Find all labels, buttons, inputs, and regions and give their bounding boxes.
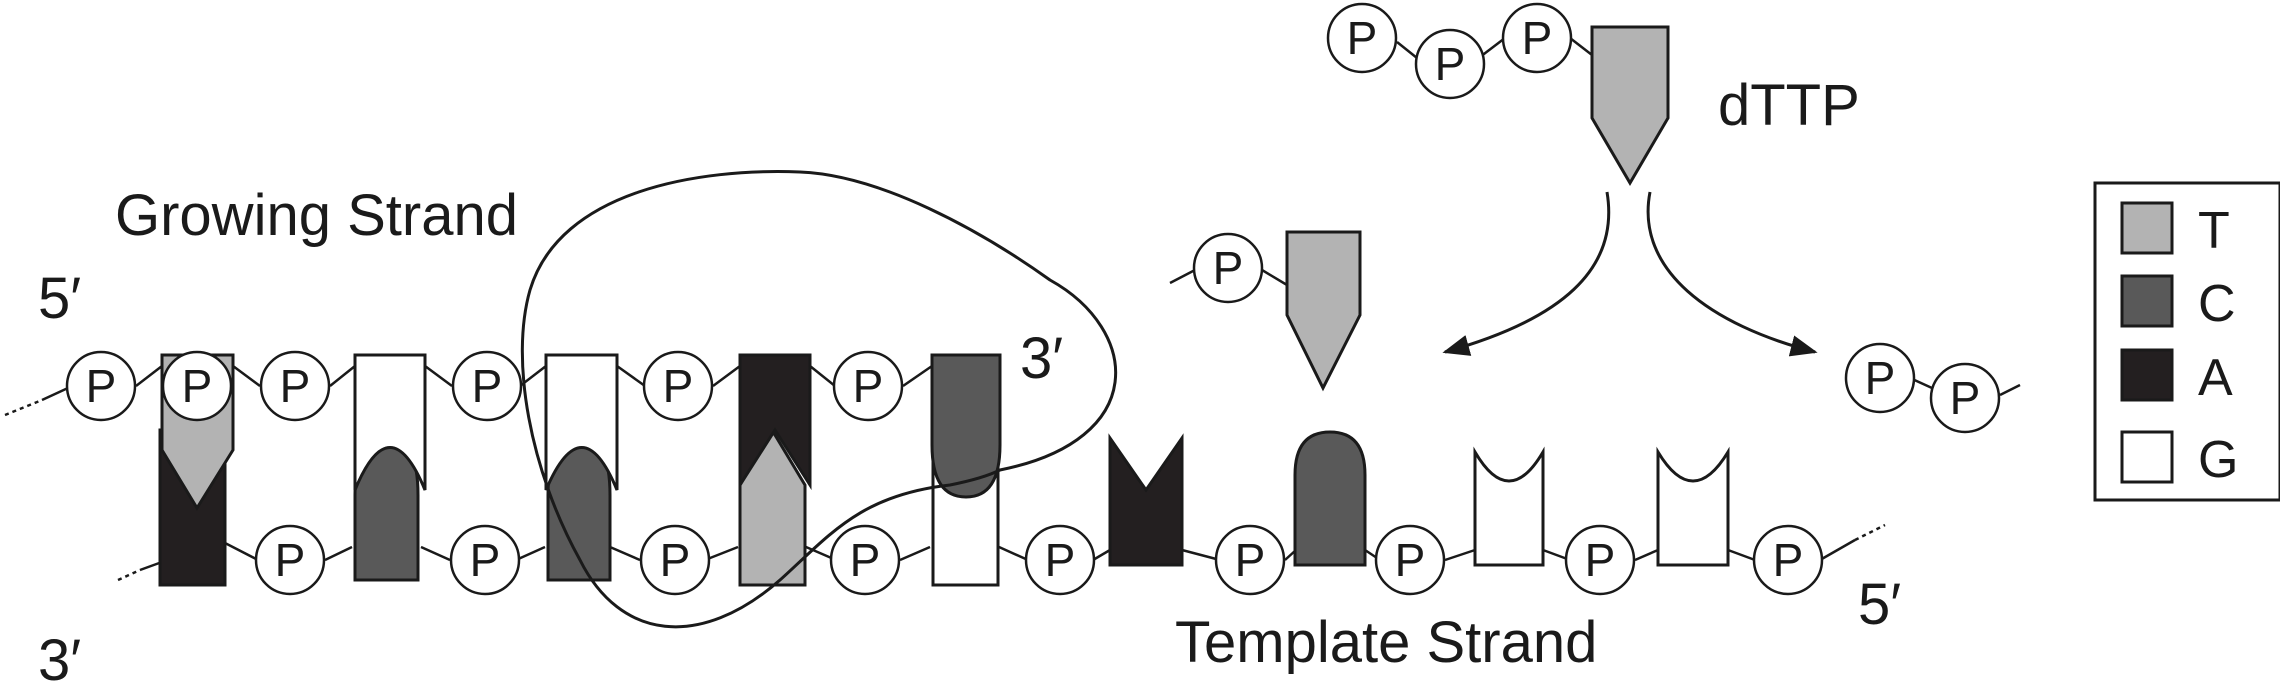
- template-strand-phosphate-circle: [1564, 524, 1636, 596]
- template-strand-phosphate-circle: [1214, 524, 1286, 596]
- template-strand-phosphate-circle: [449, 524, 521, 596]
- template-strand-label: Template Strand: [1175, 610, 1597, 675]
- dttp-base-t: [1590, 25, 1670, 186]
- legend-swatch-a: [2120, 348, 2174, 402]
- pyrophosphate-phosphate-circle: [1929, 362, 2001, 434]
- growing-strand-phosphate-label: P: [86, 360, 117, 412]
- template-strand-phosphate-circle: [639, 524, 711, 596]
- template-base-c: [1293, 430, 1367, 567]
- growing-base-c: [930, 353, 1002, 499]
- template-strand-phosphate-circle: [1024, 524, 1096, 596]
- growing-strand-phosphate-circle: [161, 350, 233, 422]
- legend-swatch-t: [2120, 201, 2174, 255]
- growing-base-g: [353, 353, 427, 491]
- legend-label-g: G: [2198, 431, 2238, 489]
- template-strand-phosphate-circle: [1752, 524, 1824, 596]
- template-strand-phosphate-label: P: [1395, 534, 1426, 586]
- dttp-phosphate-label: P: [1522, 12, 1553, 64]
- template-base-a: [1108, 433, 1184, 567]
- template-strand-phosphate-label: P: [660, 534, 691, 586]
- dttp-phosphate-label: P: [1347, 12, 1378, 64]
- dttp-backbone: [1169, 37, 2021, 397]
- template-strand-phosphate-label: P: [470, 534, 501, 586]
- legend-swatch-g: [2120, 430, 2174, 484]
- growing-strand-phosphate-circle: [451, 350, 523, 422]
- bottom-5prime-label: 5′: [1858, 572, 1901, 637]
- legend-label-c: C: [2198, 275, 2236, 333]
- incorporated-nucleotide: [1285, 230, 1362, 392]
- dttp-phosphate-circle: [1501, 2, 1573, 74]
- template-strand-phosphate-label: P: [1045, 534, 1076, 586]
- arrow-to-pyrophosphate: [1646, 191, 1818, 357]
- dttp-nucleotide: [1590, 25, 1670, 186]
- pyrophosphate-phosphate-label: P: [1865, 352, 1896, 404]
- growing-strand-phosphate-label: P: [280, 360, 311, 412]
- legend-swatch-c: [2120, 274, 2174, 328]
- template-base-g: [1656, 446, 1730, 567]
- growing-strand-phosphate-label: P: [853, 360, 884, 412]
- growing-strand-phosphate-label: P: [663, 360, 694, 412]
- bottom-3prime-label: 3′: [38, 628, 81, 682]
- arrow-to-strand: [1442, 191, 1611, 356]
- dttp-label: dTTP: [1718, 73, 1860, 138]
- template-strand-phosphate-label: P: [1585, 534, 1616, 586]
- polymerase-loop: [520, 170, 1118, 629]
- reaction-arrows: [1442, 191, 1818, 357]
- growing-strand-backbone: [4, 364, 933, 417]
- template-strand-phosphate-label: P: [1235, 534, 1266, 586]
- pyrophosphate-phosphate-circle: [1844, 342, 1916, 414]
- dttp-phosphate-label: P: [1435, 38, 1466, 90]
- growing-strand-phosphate-label: P: [182, 360, 213, 412]
- template-strand-phosphate-label: P: [275, 534, 306, 586]
- growing-strand-phosphate-circle: [65, 350, 137, 422]
- growing-base-g: [544, 353, 619, 491]
- top-5prime-label: 5′: [38, 266, 81, 331]
- template-strand-phosphate-circle: [829, 524, 901, 596]
- dttp-phosphate-circle: [1414, 28, 1486, 100]
- template-strand-phosphate-label: P: [1773, 534, 1804, 586]
- pyrophosphate-phosphate-label: P: [1950, 372, 1981, 424]
- loop-3prime-label: 3′: [1020, 326, 1063, 391]
- legend-label-a: A: [2198, 349, 2233, 407]
- growing-strand-phosphate-label: P: [472, 360, 503, 412]
- incorporated-phosphate-circle: [1192, 232, 1264, 304]
- template-strand-phosphate-label: P: [850, 534, 881, 586]
- template-strand-phosphate-circle: [254, 524, 326, 596]
- incorporated-phosphate-label: P: [1213, 242, 1244, 294]
- growing-strand-phosphate-circle: [832, 350, 904, 422]
- incorporated-base-t: [1285, 230, 1362, 392]
- growing-strand-phosphate-circle: [259, 350, 331, 422]
- growing-base-a: [738, 353, 812, 491]
- growing-strand-phosphate-circle: [642, 350, 714, 422]
- phosphate-groups: P P P P P P P P P P P P P P P P P P P P P: [65, 2, 2001, 596]
- template-strand-phosphate-circle: [1374, 524, 1446, 596]
- legend-label-t: T: [2198, 202, 2230, 260]
- template-base-g: [1473, 446, 1545, 567]
- dttp-phosphate-circle: [1326, 2, 1398, 74]
- template-base-t: [738, 427, 807, 587]
- legend: T C A G: [2093, 181, 2280, 502]
- growing-strand-label: Growing Strand: [115, 183, 518, 248]
